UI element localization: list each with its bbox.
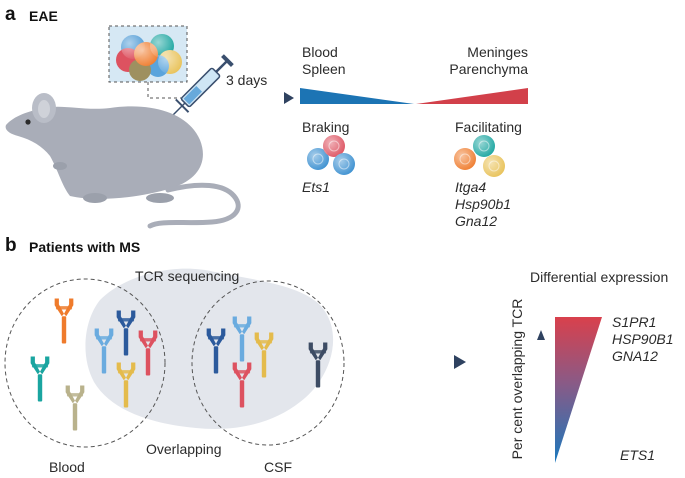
csf-label: CSF (264, 459, 292, 475)
facilitating-cells (454, 135, 505, 177)
tcr-sequencing-label: TCR sequencing (135, 268, 240, 284)
left-tissue-spleen: Spleen (302, 61, 346, 77)
blood-label: Blood (49, 459, 85, 475)
panel-b-letter: b (5, 235, 17, 256)
high-gene-3: GNA12 (612, 348, 658, 364)
axis-label: Per cent overlapping TCR (508, 298, 525, 460)
braking-gene: Ets1 (302, 179, 331, 195)
facilitating-gene-3: Gna12 (455, 213, 498, 229)
overlapping-label: Overlapping (146, 441, 222, 457)
mouse-icon (5, 93, 241, 229)
syringe-icon (167, 54, 234, 121)
high-gene-2: HSP90B1 (612, 331, 674, 347)
injected-cells-cluster (108, 25, 190, 99)
low-gene-1: ETS1 (620, 447, 656, 463)
diff-expression-title: Differential expression (530, 269, 669, 285)
facilitating-gene-1: Itga4 (455, 179, 487, 195)
time-label: 3 days (226, 72, 268, 88)
panel-a-title: EAE (29, 8, 58, 24)
right-tissue-meninges: Meninges (467, 44, 528, 60)
braking-label: Braking (302, 119, 350, 135)
left-tissue-blood: Blood (302, 44, 338, 60)
overlap-region (85, 268, 334, 429)
meninges-parenchyma-wedge (416, 88, 528, 104)
result-arrow (374, 355, 466, 369)
time-arrow (214, 92, 294, 104)
expression-gradient-triangle (555, 317, 602, 463)
braking-cells (307, 135, 355, 175)
up-arrow (537, 330, 545, 458)
facilitating-label: Facilitating (455, 119, 522, 135)
csf-circle (191, 280, 345, 446)
panel-b-title: Patients with MS (29, 239, 141, 255)
blood-spleen-wedge (300, 88, 414, 104)
blood-circle (4, 278, 166, 448)
panel-a-letter: a (5, 4, 16, 25)
right-tissue-parenchyma: Parenchyma (449, 61, 528, 77)
facilitating-gene-2: Hsp90b1 (455, 196, 512, 212)
high-gene-1: S1PR1 (612, 314, 657, 330)
